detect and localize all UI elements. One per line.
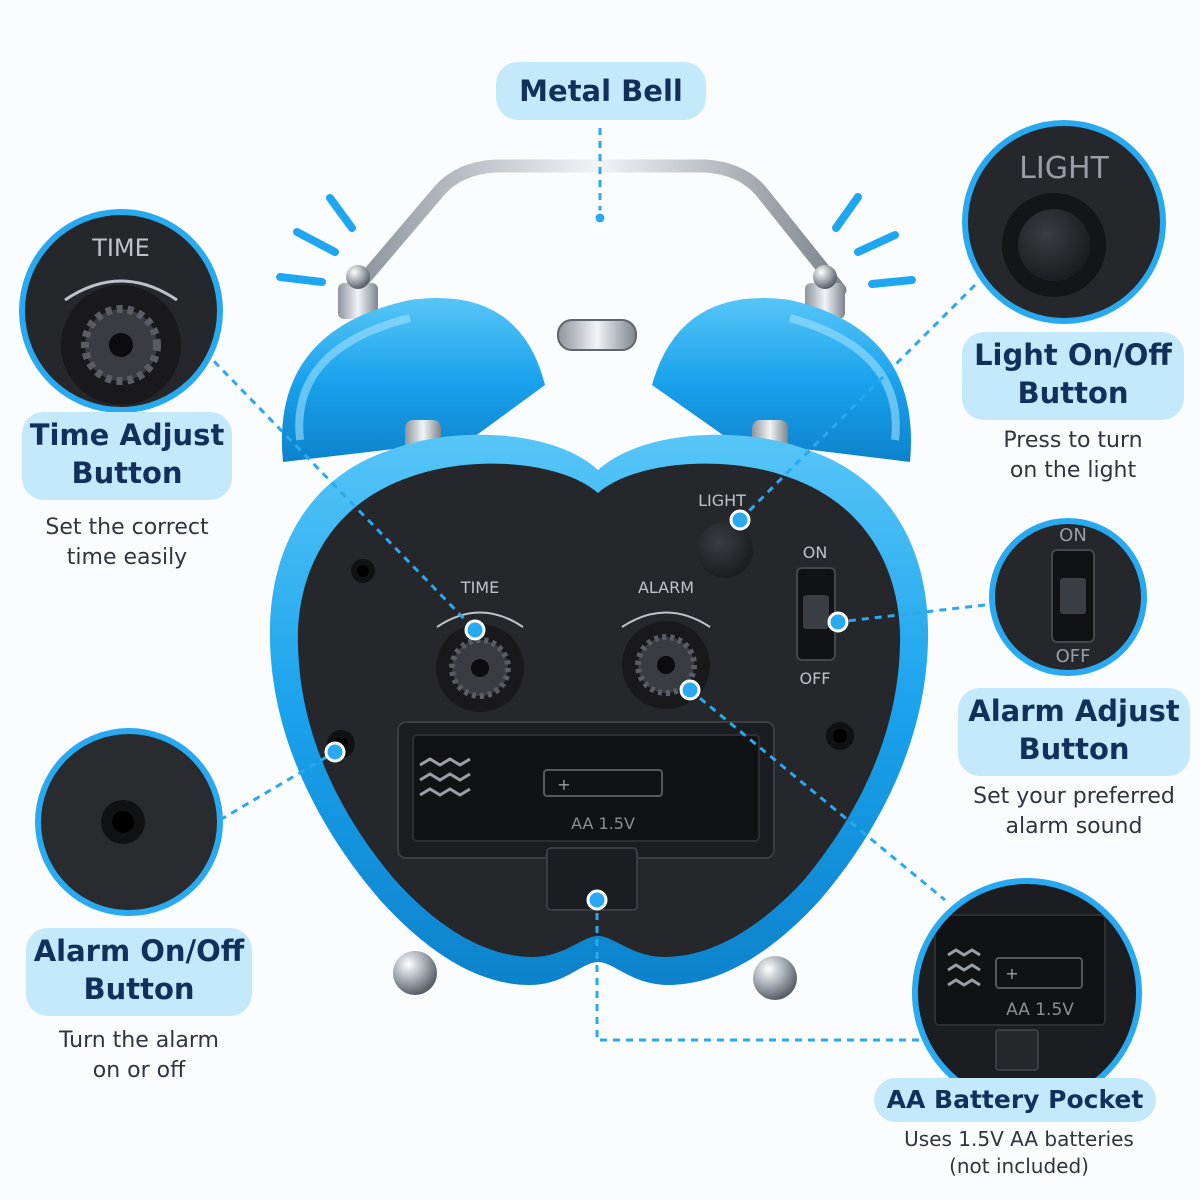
svg-text:AA 1.5V: AA 1.5V xyxy=(1006,1000,1074,1020)
light-button[interactable] xyxy=(697,522,753,578)
clock-alarm-label: ALARM xyxy=(638,578,694,597)
clock-light-label: LIGHT xyxy=(698,491,746,510)
alarm-hole-zoom xyxy=(35,728,223,916)
light-onoff-label: Light On/Off Button xyxy=(962,332,1184,420)
battery-compartment[interactable]: + AA 1.5V xyxy=(397,721,775,911)
alarm-adjust-description: Set your preferred alarm sound xyxy=(973,784,1175,839)
battery-pocket-description: Uses 1.5V AA batteries (not included) xyxy=(904,1127,1134,1178)
svg-text:ON: ON xyxy=(1059,525,1087,546)
alarm-onoff-label: Alarm On/Off Button xyxy=(26,928,252,1016)
zoom-light-label: LIGHT xyxy=(1019,151,1109,186)
zoom-time-label: TIME xyxy=(91,234,150,262)
svg-text:+: + xyxy=(1005,964,1018,983)
leader-dots xyxy=(324,210,849,911)
light-button-zoom: LIGHT xyxy=(962,120,1166,324)
time-adjust-description: Set the correct time easily xyxy=(45,515,209,570)
svg-text:ON: ON xyxy=(803,543,828,562)
leader-lines xyxy=(203,128,986,1042)
svg-text:OFF: OFF xyxy=(1056,646,1091,667)
clock-time-label: TIME xyxy=(460,578,499,597)
metal-handle xyxy=(348,159,847,297)
time-adjust-knob[interactable] xyxy=(436,624,524,712)
alarm-onoff-description: Turn the alarm on or off xyxy=(59,1028,219,1083)
metal-bell-label: Metal Bell xyxy=(496,62,706,120)
time-knob-zoom: TIME xyxy=(19,209,223,413)
svg-text:AA 1.5V: AA 1.5V xyxy=(571,814,635,833)
ring-sound-marks xyxy=(276,193,916,288)
switch-zoom: ON OFF xyxy=(989,518,1147,676)
svg-text:+: + xyxy=(557,775,570,794)
battery-zoom: + AA 1.5V xyxy=(912,878,1142,1108)
alarm-adjust-label: Alarm Adjust Button xyxy=(958,688,1190,776)
alarm-clock: TIME ALARM LIGHT ON OFF + AA 1.5 xyxy=(269,159,929,1000)
time-adjust-label: Time Adjust Button xyxy=(22,412,232,500)
svg-text:OFF: OFF xyxy=(800,669,831,688)
battery-pocket-label: AA Battery Pocket xyxy=(874,1078,1156,1122)
light-onoff-description: Press to turn on the light xyxy=(1003,428,1143,483)
